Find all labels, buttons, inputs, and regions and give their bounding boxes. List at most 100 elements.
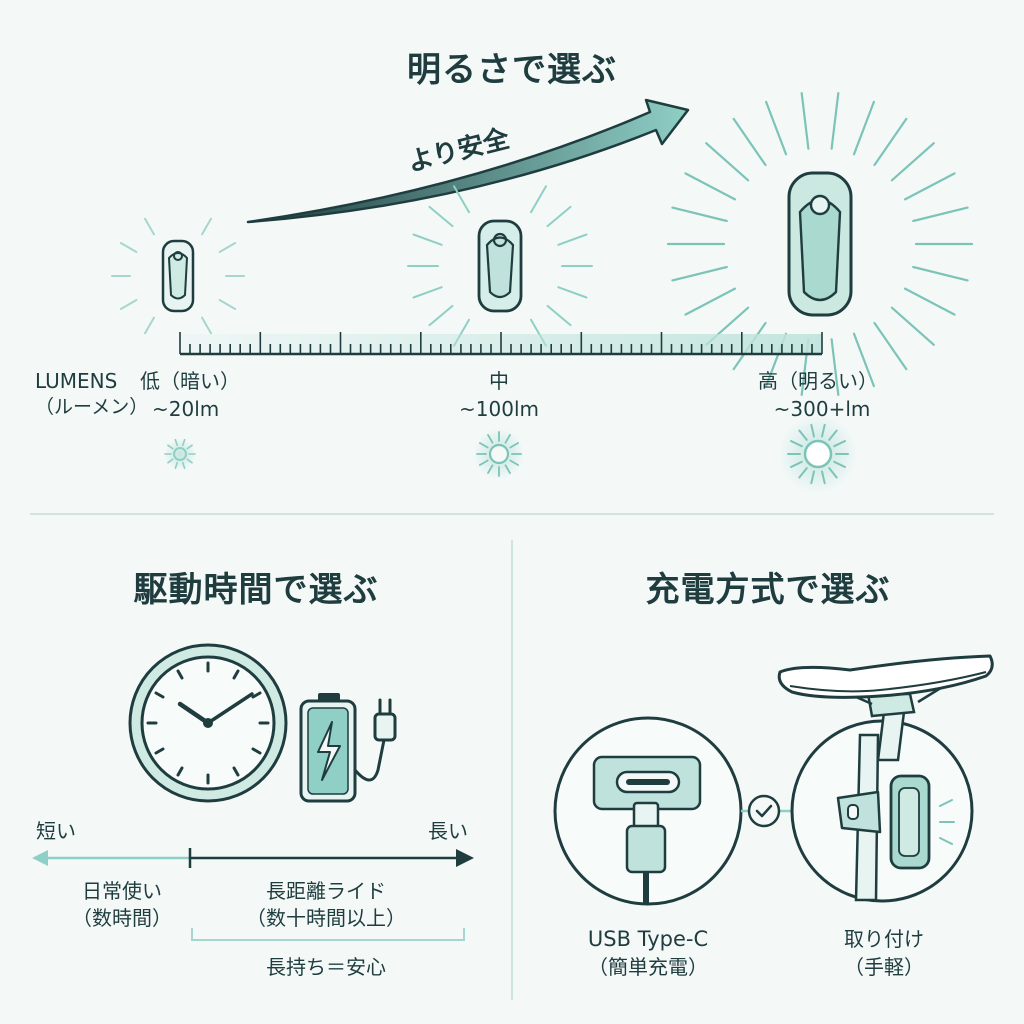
clock-tick — [154, 691, 165, 699]
light-ray — [509, 459, 519, 466]
lumens-scale — [179, 332, 823, 356]
light-ray — [833, 440, 846, 448]
light-ray — [182, 461, 186, 470]
light-ray — [530, 185, 547, 214]
saddle-icon — [777, 654, 994, 762]
usb-sublabel: （簡単充電） — [588, 955, 708, 979]
brightness-title: 明るさで選ぶ — [407, 50, 617, 90]
safety-arrow — [246, 98, 690, 224]
usb-label: USB Type-C — [587, 927, 709, 951]
light-ray — [412, 233, 443, 246]
mount-label: 取り付け — [844, 927, 924, 951]
light-ray — [504, 433, 511, 444]
daily-use-sublabel: （数時間） — [72, 906, 172, 930]
light-ray — [218, 242, 237, 253]
high-level-value: ~300+lm — [773, 397, 871, 421]
clock-icon — [128, 643, 288, 803]
light-ray — [890, 306, 935, 346]
light-ray — [790, 440, 803, 448]
light-ray — [218, 299, 237, 310]
light-ray — [830, 338, 840, 396]
light-ray — [546, 304, 572, 327]
clock-tick — [251, 691, 262, 699]
light-ray — [119, 242, 138, 253]
light-ray — [912, 265, 969, 282]
light-ray — [509, 442, 519, 449]
light-ray — [764, 100, 788, 156]
low-level-name: 低（暗い） — [140, 369, 240, 393]
light-ray — [821, 423, 826, 438]
clock-tick — [176, 669, 184, 680]
light-ray — [144, 217, 155, 236]
light-ray — [144, 316, 155, 335]
mid-light-rays — [407, 185, 593, 347]
mid-sun-icon — [473, 428, 525, 480]
light-ray — [186, 458, 193, 464]
mid-light-lamp-icon — [477, 219, 523, 313]
light-ray — [798, 429, 808, 441]
high-level-name: 高（明るい） — [758, 369, 878, 393]
duration-axis — [32, 848, 474, 941]
light-ray — [852, 332, 876, 388]
low-level-value: ~20lm — [152, 397, 220, 421]
low-light-lamp-icon — [161, 239, 195, 313]
long-ride-label: 長距離ライド — [266, 879, 386, 903]
light-ray — [810, 470, 815, 485]
light-ray — [487, 433, 494, 444]
light-ray — [903, 287, 956, 316]
battery-icon — [299, 693, 357, 803]
clock-tick — [232, 669, 240, 680]
light-ray — [428, 205, 454, 228]
light-ray — [412, 286, 443, 299]
high-light-lamp-icon — [787, 171, 853, 317]
light-ray — [453, 185, 470, 214]
light-ray — [833, 460, 846, 468]
light-ray — [800, 91, 810, 150]
light-ray — [671, 206, 728, 223]
light-ray — [174, 438, 178, 447]
light-ray — [732, 117, 767, 167]
light-ray — [852, 100, 876, 156]
light-ray — [487, 464, 494, 475]
light-ray — [671, 265, 728, 282]
light-ray — [478, 442, 489, 449]
mid-level-value: ~100lm — [459, 397, 539, 421]
light-ray — [428, 304, 454, 327]
light-ray — [478, 459, 489, 466]
light-ray — [873, 321, 908, 371]
light-ray — [873, 117, 908, 167]
usb-c-cable-icon — [625, 801, 667, 904]
daily-use-label: 日常使い — [82, 879, 162, 903]
clock-tick — [154, 747, 165, 755]
light-ray — [201, 316, 212, 335]
light-ray — [186, 444, 193, 450]
seatpost-mount-icon — [790, 719, 974, 903]
light-ray — [201, 217, 212, 236]
short-label: 短い — [36, 819, 76, 843]
clock-tick — [232, 766, 240, 777]
light-ray — [119, 299, 138, 310]
check-icon — [741, 794, 792, 828]
light-ray — [504, 464, 511, 475]
runtime-summary: 長持ち＝安心 — [266, 955, 386, 979]
clock-tick — [176, 766, 184, 777]
clock-tick — [251, 747, 262, 755]
lumens-axis-label: LUMENS — [35, 369, 118, 393]
long-label: 長い — [428, 819, 468, 843]
low-sun-icon — [164, 438, 196, 470]
mount-sublabel: （手軽） — [844, 955, 924, 979]
lumens-axis-sublabel: （ルーメン） — [35, 396, 149, 418]
light-ray — [790, 460, 803, 468]
mid-level-name: 中 — [489, 369, 509, 393]
light-ray — [830, 91, 840, 150]
light-ray — [903, 172, 956, 201]
light-ray — [557, 286, 588, 299]
charging-title: 充電方式で選ぶ — [645, 570, 891, 610]
light-ray — [810, 423, 815, 438]
long-ride-sublabel: （数十時間以上） — [246, 906, 406, 930]
light-ray — [798, 467, 808, 479]
light-ray — [705, 142, 750, 182]
light-ray — [174, 461, 178, 470]
